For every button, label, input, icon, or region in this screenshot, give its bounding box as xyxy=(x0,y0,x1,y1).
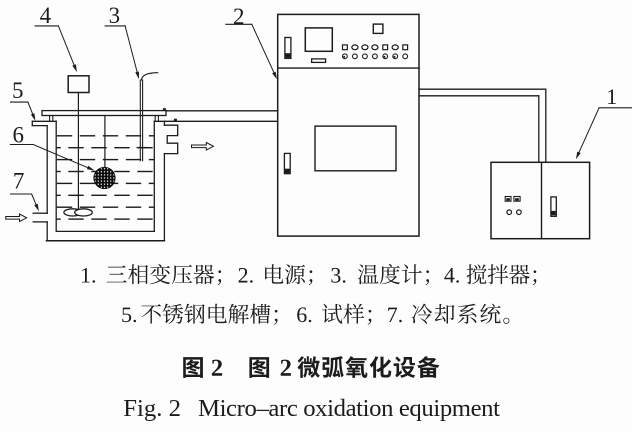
svg-text:6: 6 xyxy=(13,123,25,148)
svg-text:Micro–arc oxidation equipment: Micro–arc oxidation equipment xyxy=(198,395,500,422)
svg-text:3: 3 xyxy=(109,3,121,28)
svg-text:4: 4 xyxy=(40,3,52,28)
svg-text:5: 5 xyxy=(12,78,24,103)
svg-text:Fig. 2: Fig. 2 xyxy=(123,395,181,422)
svg-text:2: 2 xyxy=(233,4,245,29)
svg-text:7: 7 xyxy=(13,169,25,194)
svg-text:1: 1 xyxy=(606,84,617,109)
